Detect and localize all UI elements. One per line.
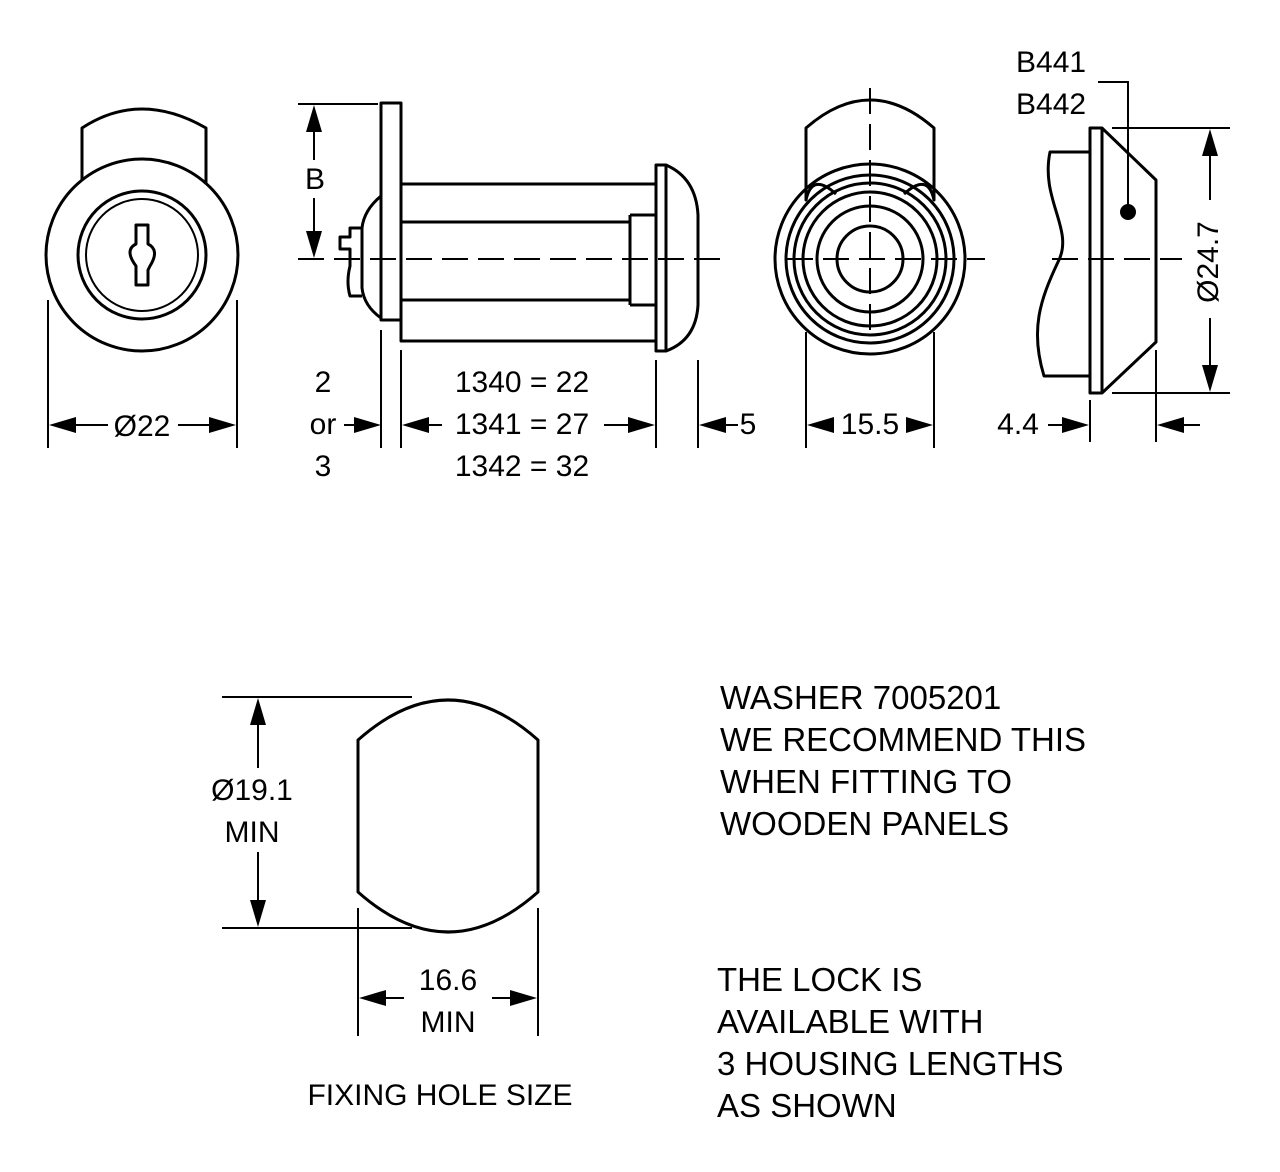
dim-arrow	[628, 417, 655, 433]
side-nut-dome	[665, 163, 700, 353]
front-view: Ø22	[44, 107, 240, 448]
washer-body	[1088, 126, 1158, 395]
rear-view: 15.5	[773, 88, 985, 448]
front-plug-inner-circle	[85, 198, 199, 312]
rear-cam-inner	[804, 128, 936, 202]
b-label: B	[305, 163, 325, 196]
front-diameter-label: Ø22	[114, 410, 171, 443]
washer-note-line-2: WE RECOMMEND THIS	[720, 721, 1086, 758]
dim-arrow	[354, 417, 381, 433]
length-line-1: 1340 = 22	[455, 366, 589, 399]
washer-note-line-4: WOODEN PANELS	[720, 805, 1009, 842]
panel-thickness-line-2: or	[310, 408, 337, 441]
hole-width-line-2: MIN	[421, 1006, 476, 1039]
hole-width-line-1: 16.6	[419, 964, 477, 997]
washer-leader-dot	[1120, 204, 1136, 220]
hole-height-line-1: Ø19.1	[211, 774, 293, 807]
front-bezel-circle	[44, 157, 240, 353]
dim-arrow	[906, 417, 933, 433]
length-line-2: 1341 = 27	[455, 408, 589, 441]
dim-arrow	[306, 231, 322, 258]
dim-arrow	[306, 105, 322, 132]
side-view: B 2 or 3 1340 = 22 1341 = 27 1342 = 32 5	[298, 101, 757, 483]
dim-arrow	[1202, 365, 1218, 392]
washer-part-line-2: B442	[1016, 88, 1086, 121]
dim-arrow	[807, 417, 834, 433]
lock-note-line-3: 3 HOUSING LENGTHS	[717, 1045, 1064, 1082]
dim-arrow	[209, 417, 236, 433]
front-plug-outer-circle	[76, 189, 208, 321]
washer-thickness-label: 4.4	[997, 408, 1039, 441]
dim-arrow	[699, 417, 726, 433]
washer-note-line-1: WASHER 7005201	[720, 679, 1001, 716]
dim-arrow	[250, 698, 266, 725]
lock-note-line-2: AVAILABLE WITH	[717, 1003, 984, 1040]
dim-arrow	[510, 990, 537, 1006]
side-front-dome	[360, 194, 382, 320]
head-dim-label: 5	[740, 408, 757, 441]
dim-arrow	[1062, 417, 1089, 433]
length-line-3: 1342 = 32	[455, 450, 589, 483]
hole-height-line-2: MIN	[225, 816, 280, 849]
side-housing-body	[399, 182, 658, 343]
rear-width-label: 15.5	[841, 408, 899, 441]
washer-leader-line	[1098, 81, 1129, 212]
fixing-hole-outline	[356, 698, 540, 934]
panel-thickness-line-1: 2	[315, 366, 332, 399]
cam-tab-outline	[80, 107, 208, 188]
panel-break-outline	[1035, 150, 1090, 378]
dim-arrow	[250, 900, 266, 927]
dim-arrow	[1202, 129, 1218, 156]
side-key-stub	[338, 226, 362, 298]
fixing-hole-caption: FIXING HOLE SIZE	[307, 1079, 572, 1112]
washer-view: B441 B442 Ø24.7 4.4	[997, 46, 1230, 442]
dim-arrow	[49, 417, 76, 433]
dim-arrow	[1157, 417, 1184, 433]
dim-arrow	[402, 417, 429, 433]
lock-note-line-1: THE LOCK IS	[717, 961, 922, 998]
fixing-hole-view: Ø19.1 MIN 16.6 MIN FIXING HOLE SIZE	[211, 696, 573, 1112]
lock-note-line-4: AS SHOWN	[717, 1087, 897, 1124]
keyway-icon	[128, 223, 156, 287]
side-flange	[379, 101, 403, 322]
washer-part-line-1: B441	[1016, 46, 1086, 79]
notes: WASHER 7005201 WE RECOMMEND THIS WHEN FI…	[717, 679, 1086, 1124]
panel-thickness-line-3: 3	[315, 450, 332, 483]
washer-note-line-3: WHEN FITTING TO	[720, 763, 1012, 800]
washer-diameter-label: Ø24.7	[1192, 221, 1225, 303]
dim-arrow	[359, 990, 386, 1006]
